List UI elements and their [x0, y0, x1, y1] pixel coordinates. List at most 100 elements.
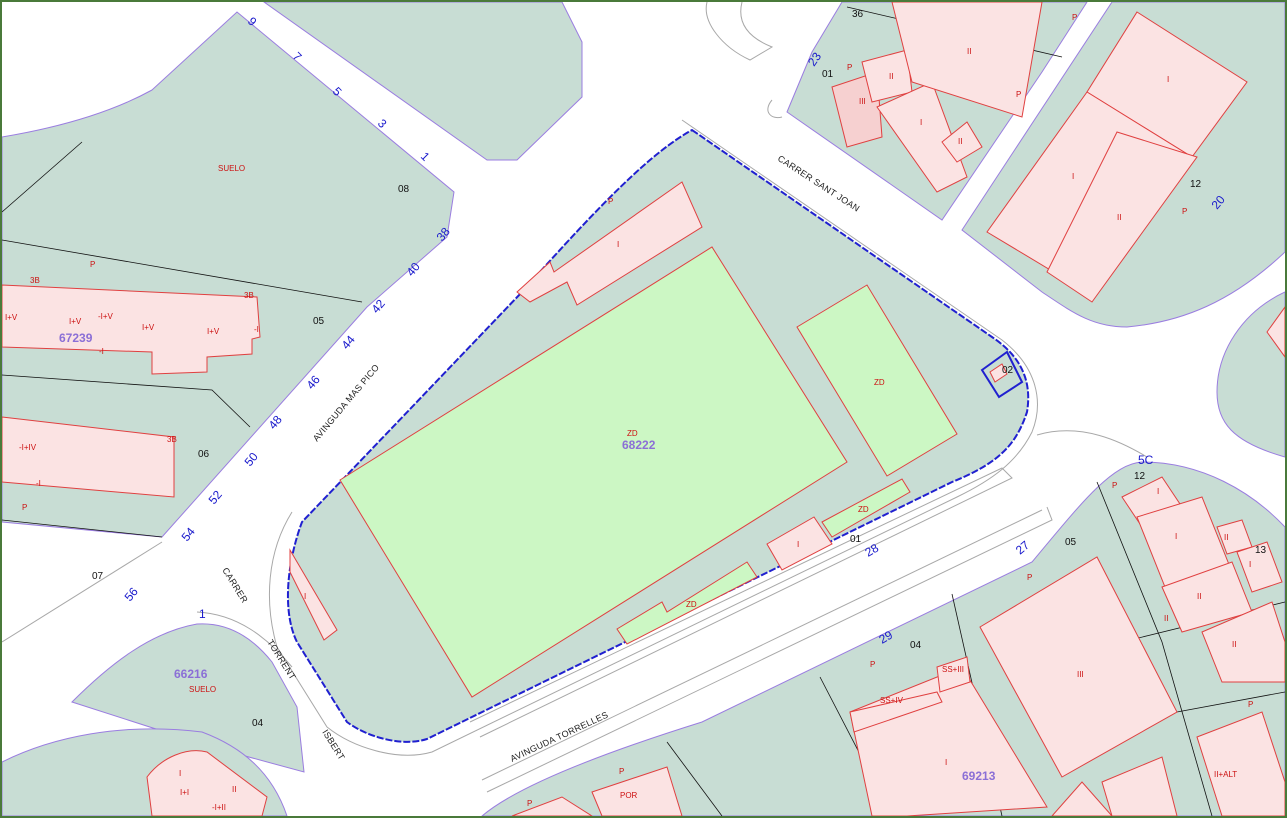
use-label: SS+IV	[880, 696, 904, 705]
building-sw-i[interactable]	[146, 750, 268, 816]
house-number: 1	[418, 149, 433, 164]
use-label: II+ALT	[1214, 770, 1237, 779]
building-se-i-3[interactable]	[1236, 541, 1283, 593]
use-label: 3B	[167, 435, 177, 444]
block-southwest-66216[interactable]	[71, 623, 305, 773]
parcel-number: 02	[1002, 365, 1014, 376]
building-se-ii-2[interactable]	[1201, 601, 1285, 683]
building-west-main[interactable]	[289, 548, 338, 641]
block-east[interactable]	[1216, 291, 1285, 458]
use-label: II	[1197, 592, 1201, 601]
house-number: 1	[199, 607, 206, 621]
use-label: I+V	[5, 313, 18, 322]
use-label: P	[619, 767, 624, 776]
use-label: P	[608, 197, 613, 206]
use-label: II	[1224, 533, 1228, 542]
reference-number-southeast: 69213	[962, 769, 996, 783]
parcel-number: 08	[398, 184, 410, 195]
building-se-ii-4[interactable]	[1051, 781, 1113, 816]
building-ne-i[interactable]	[876, 81, 968, 193]
use-label: II	[1117, 213, 1121, 222]
zd-east-court[interactable]	[796, 284, 958, 477]
use-label: -I	[254, 325, 259, 334]
use-label: SS+III	[942, 665, 964, 674]
building-north-main[interactable]	[516, 181, 703, 306]
use-label: 3B	[30, 276, 40, 285]
building-ne-big-ii[interactable]	[891, 2, 1043, 118]
house-number: 54	[179, 524, 199, 543]
parcel-number: 05	[313, 316, 325, 327]
use-label: I+V	[207, 327, 220, 336]
building-se-ii-alt[interactable]	[1196, 711, 1285, 816]
block-northwest[interactable]	[2, 11, 455, 538]
use-label: P	[1027, 573, 1032, 582]
use-labels: SUELO SUELO ZD ZD ZD ZD P P P P P P P P …	[5, 13, 1253, 812]
house-number: 52	[206, 487, 226, 506]
use-label: I	[1175, 532, 1177, 541]
building-se-iii[interactable]	[979, 556, 1178, 778]
selected-parcel[interactable]	[980, 350, 1024, 399]
building-se-ssiv[interactable]	[849, 691, 943, 733]
use-label: -I	[99, 347, 104, 356]
use-label: 3B	[244, 291, 254, 300]
reference-number-southwest: 66216	[174, 667, 208, 681]
use-label: ZD	[858, 505, 869, 514]
use-label: I	[945, 758, 947, 767]
reference-number-main: 68222	[622, 438, 656, 452]
use-label: I	[617, 240, 619, 249]
house-number: 56	[122, 584, 142, 603]
building-east-edge[interactable]	[1266, 306, 1285, 358]
use-label: II	[1164, 614, 1168, 623]
road-outlines	[2, 2, 1148, 793]
use-label: III	[859, 97, 866, 106]
use-label: -I+II	[212, 803, 226, 812]
use-label: SUELO	[218, 164, 245, 173]
use-label: ZD	[874, 378, 885, 387]
use-label: I	[1072, 172, 1074, 181]
parcel-number: 01	[822, 69, 834, 80]
building-se-ssiii[interactable]	[936, 656, 971, 693]
house-number: 28	[863, 541, 882, 560]
use-label: P	[1248, 700, 1253, 709]
zd-strip-south[interactable]	[616, 561, 758, 645]
use-label: I+V	[142, 323, 155, 332]
parcel-number: 36	[852, 9, 864, 20]
use-label: I	[1157, 487, 1159, 496]
use-label: P	[847, 63, 852, 72]
house-number: 5C	[1138, 453, 1154, 467]
selected-parcel-outline[interactable]	[980, 350, 1024, 399]
zd-zones	[339, 246, 958, 698]
zd-strip-north[interactable]	[821, 478, 911, 538]
parcel-number: 12	[1190, 179, 1202, 190]
use-label: P	[1072, 13, 1077, 22]
reference-number-left: 67239	[59, 331, 93, 345]
building-east-ii[interactable]	[1046, 131, 1198, 303]
building-west-lower[interactable]	[2, 416, 175, 498]
use-label: ZD	[627, 429, 638, 438]
building-01[interactable]	[766, 516, 833, 571]
parcel-numbers: 08 05 06 07 04 01 01 02 12 12 05 04 13 3…	[92, 9, 1267, 729]
use-label: -I	[36, 479, 41, 488]
use-label: POR	[620, 791, 638, 800]
parcel-number: 07	[92, 571, 104, 582]
use-label: I+I	[180, 788, 189, 797]
block-north[interactable]	[263, 2, 583, 161]
use-label: I	[797, 540, 799, 549]
building-ne-small-ii[interactable]	[941, 121, 983, 163]
use-label: P	[1182, 207, 1187, 216]
street-carrer: CARRER	[220, 566, 250, 605]
zd-main-field[interactable]	[339, 246, 848, 698]
house-number: 29	[877, 628, 896, 647]
building-se-ii-5[interactable]	[1101, 756, 1178, 816]
building-south-por[interactable]	[591, 766, 683, 816]
parcel-number: 06	[198, 449, 210, 460]
building-south-p[interactable]	[511, 796, 593, 816]
building-67239[interactable]	[2, 284, 261, 375]
use-label: I	[920, 118, 922, 127]
use-label: II	[889, 72, 893, 81]
use-label: P	[90, 260, 95, 269]
parcel-number: 04	[910, 640, 922, 651]
parcel-number: 12	[1134, 471, 1146, 482]
